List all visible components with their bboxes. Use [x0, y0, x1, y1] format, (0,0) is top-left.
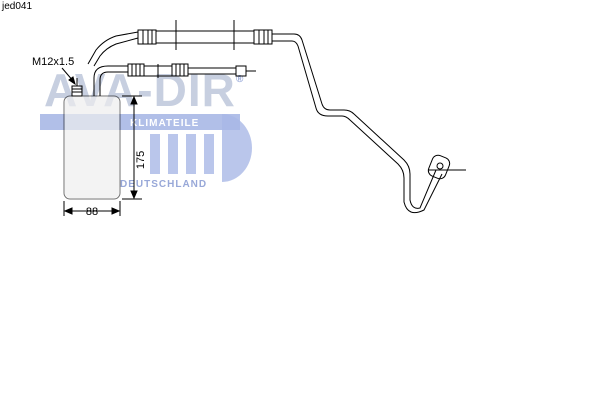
- watermark-arc: [222, 114, 252, 182]
- short-hose-pipe-bottom: [93, 65, 128, 96]
- height-dimension-label: 175: [135, 151, 147, 169]
- long-line-assembly: [87, 20, 466, 214]
- width-arrow-right: [111, 207, 121, 215]
- long-line-end-port: [436, 162, 444, 170]
- long-line-crimp-right: [253, 29, 273, 45]
- part-code-label: jed041: [2, 1, 33, 12]
- dimension-height: [122, 95, 142, 200]
- dimension-width: [63, 201, 121, 216]
- watermark-bar: [204, 134, 214, 174]
- long-line-end-fitting: [427, 154, 451, 180]
- long-line-crimp-left: [137, 29, 157, 45]
- long-line-pipe-upper: [87, 31, 139, 65]
- thread-callout-label: M12x1.5: [32, 56, 74, 68]
- watermark-registered-mark: ®: [236, 74, 244, 85]
- long-line-pipe-inner: [272, 40, 443, 214]
- short-hose-tail: [188, 67, 236, 75]
- watermark-line-bottom: DEUTSCHLAND: [120, 179, 207, 190]
- long-line-pipe-lower: [93, 37, 139, 67]
- short-hose-pipe-top: [99, 71, 128, 96]
- drier-shading: [65, 97, 119, 198]
- height-arrow-top: [130, 95, 138, 105]
- watermark-bar: [168, 134, 178, 174]
- short-hose-assembly: [93, 63, 256, 96]
- watermark-bar: [150, 134, 160, 174]
- watermark-bar: [186, 134, 196, 174]
- watermark-line-top: KLIMATEILE: [130, 118, 199, 129]
- thread-callout-leader: [61, 67, 76, 86]
- receiver-drier: [63, 78, 121, 200]
- long-line-rubber-hose: [155, 30, 255, 44]
- width-arrow-left: [63, 207, 73, 215]
- height-arrow-bottom: [130, 190, 138, 200]
- width-dimension-label: 88: [86, 206, 98, 218]
- drier-body: [63, 95, 121, 200]
- long-line-pipe-outer: [272, 33, 437, 209]
